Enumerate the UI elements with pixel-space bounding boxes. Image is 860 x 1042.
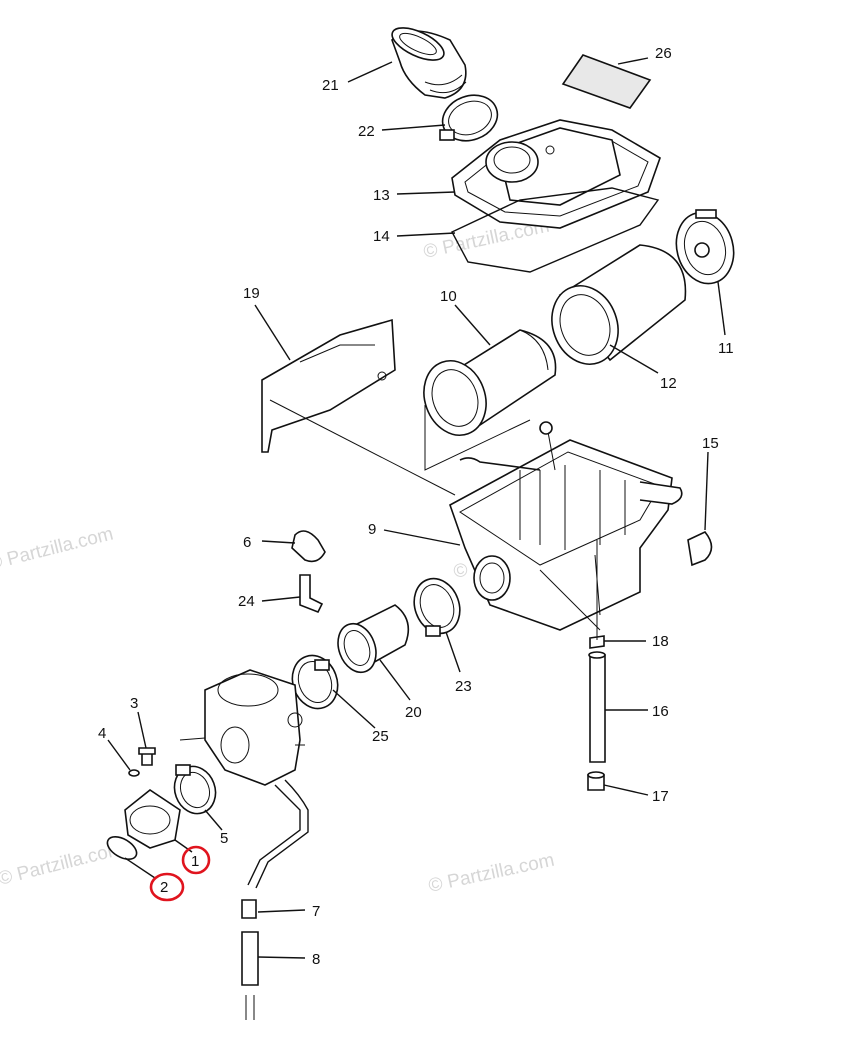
assembly-lines [269,399,601,640]
watermark-4: © Partzilla.com [0,839,125,890]
callout-22[interactable]: 22 [358,123,375,140]
part-3-bolt [138,747,156,766]
callout-13[interactable]: 13 [373,187,390,204]
highlight-markers [149,845,211,902]
callout-21[interactable]: 21 [322,77,339,94]
part-5-clamp [173,764,217,815]
part-8-hose [241,931,259,1020]
leader-lines [107,57,726,959]
part-10-inner-element [423,329,557,436]
callout-18[interactable]: 18 [652,633,669,650]
part-11-element-cap [675,209,735,285]
callouts: 21 22 13 14 26 11 12 10 19 9 15 18 16 17… [98,45,734,968]
part-7-fitting [241,899,257,919]
callout-19[interactable]: 19 [243,285,260,302]
callout-24[interactable]: 24 [238,593,255,610]
part-14-gasket [451,187,660,273]
callout-5[interactable]: 5 [220,830,228,847]
highlight-circle-2 [149,872,185,902]
callout-25[interactable]: 25 [372,728,389,745]
callout-9[interactable]: 9 [368,521,376,538]
highlight-circle-1 [181,845,211,875]
part-17-plug [587,771,605,791]
part-2-o-ring [106,836,138,860]
callout-14[interactable]: 14 [373,228,390,245]
callout-2[interactable]: 2 [160,879,168,896]
callout-12[interactable]: 12 [660,375,677,392]
carburetor-reference [179,669,309,889]
watermark-2: © Partzilla.com [0,524,115,575]
callout-23[interactable]: 23 [455,678,472,695]
part-13-case-cap [451,119,661,229]
part-1-joint [124,789,181,849]
part-15-clip [687,531,713,567]
callout-4[interactable]: 4 [98,725,106,742]
callout-15[interactable]: 15 [702,435,719,452]
part-26-label-plate [561,54,652,109]
callout-6[interactable]: 6 [243,534,251,551]
part-20-joint [337,604,410,674]
callout-16[interactable]: 16 [652,703,669,720]
callout-1[interactable]: 1 [191,853,199,870]
part-22-clamp [439,94,499,142]
callout-17[interactable]: 17 [652,788,669,805]
callout-7[interactable]: 7 [312,903,320,920]
part-25-clamp [291,654,339,710]
watermark-5: © Partzilla.com [427,850,557,897]
part-4-washer [128,769,140,777]
callout-3[interactable]: 3 [130,695,138,712]
part-18-clip [589,635,605,649]
callout-8[interactable]: 8 [312,951,320,968]
part-12-outer-element [551,244,687,365]
part-9-case [449,421,683,631]
callout-26[interactable]: 26 [655,45,672,62]
part-6-elbow [291,530,326,563]
callout-20[interactable]: 20 [405,704,422,721]
part-16-drain-hose [588,651,606,763]
callout-11[interactable]: 11 [718,340,734,357]
callout-10[interactable]: 10 [440,288,457,305]
part-21-intake-duct [391,27,467,99]
part-19-plate [261,318,396,453]
part-24-hose [299,574,324,614]
